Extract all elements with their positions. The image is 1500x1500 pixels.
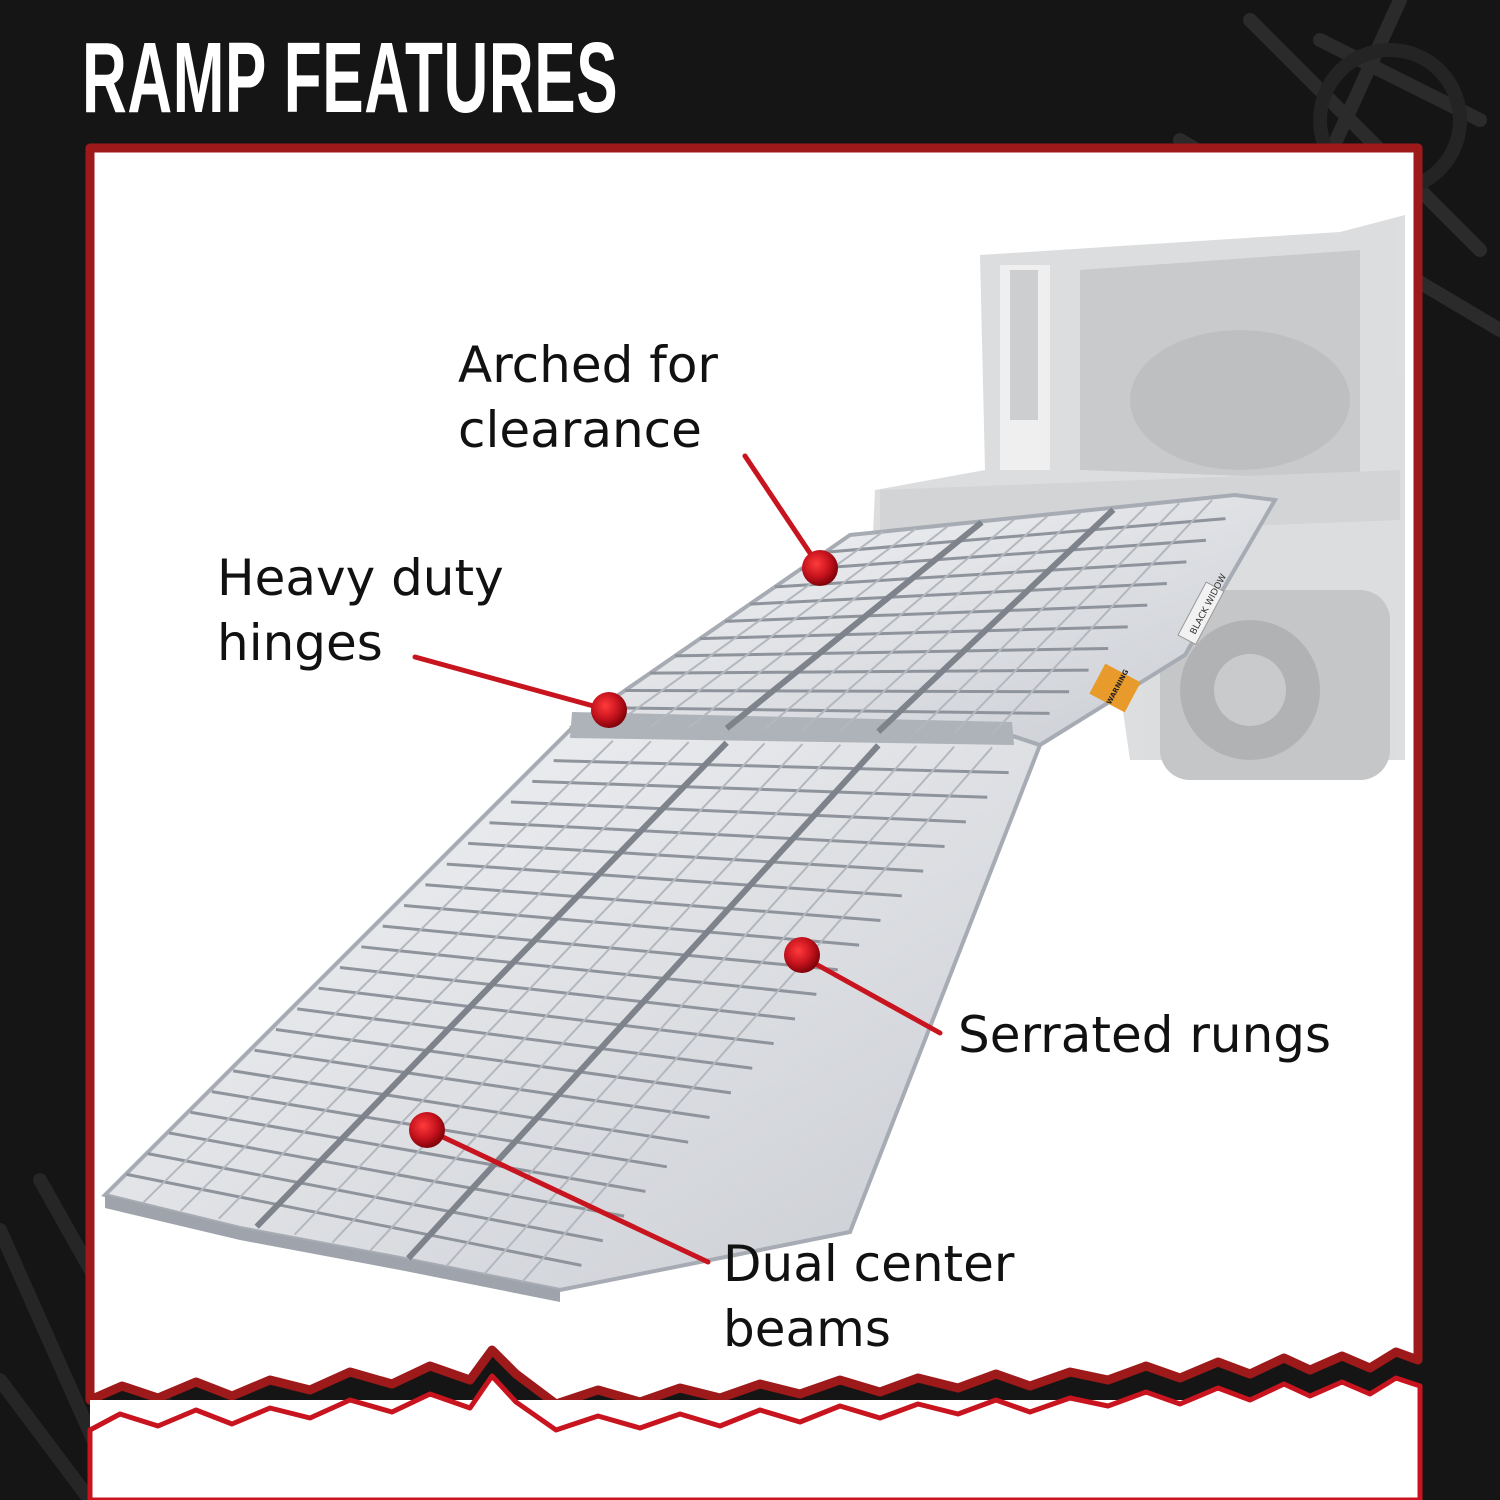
- rail: [763, 518, 1016, 730]
- ramp-front-edge: [105, 1195, 560, 1302]
- rail: [801, 515, 1049, 731]
- rail: [650, 527, 917, 728]
- leader-arched: [742, 453, 823, 571]
- callout-heavy-duty-hinges: Heavy duty hinges: [217, 549, 504, 672]
- torn-edge: [87, 1373, 1423, 1500]
- marker-rungs: [784, 937, 820, 973]
- rail: [953, 502, 1180, 735]
- rail: [331, 743, 804, 1244]
- marker-hinges: [591, 692, 627, 728]
- marker-beams: [409, 1112, 445, 1148]
- rail: [876, 507, 1116, 734]
- rail: [724, 519, 984, 731]
- rail: [254, 740, 729, 1229]
- rail: [521, 746, 993, 1283]
- ramp: BLACK WIDOW WARNING: [101, 492, 1279, 1302]
- warning-sticker: [1089, 663, 1141, 713]
- callout-dual-center-beams: Dual center beams: [723, 1235, 1015, 1358]
- rail: [218, 741, 690, 1220]
- rail: [991, 499, 1213, 735]
- rail: [688, 524, 950, 729]
- rail: [612, 531, 884, 727]
- rail: [293, 742, 766, 1236]
- page-title: RAMP FEATURES: [82, 22, 619, 134]
- callout-markers: [409, 550, 838, 1148]
- rail: [915, 505, 1147, 734]
- brand-sticker: [1177, 581, 1225, 646]
- ramp-rails: [142, 499, 1213, 1283]
- leader-hinges: [412, 654, 611, 713]
- leader-rungs: [802, 955, 943, 1036]
- hinge-bar: [570, 712, 1014, 745]
- callout-arched-for-clearance: Arched for clearance: [458, 336, 718, 459]
- rail: [839, 512, 1082, 732]
- callout-serrated-rungs: Serrated rungs: [958, 1006, 1332, 1064]
- marker-arched: [802, 550, 838, 586]
- rail: [445, 745, 917, 1267]
- leader-beams: [425, 1127, 711, 1265]
- callout-leaders: [412, 453, 943, 1265]
- rail: [180, 740, 652, 1212]
- rail: [406, 743, 881, 1261]
- rail: [142, 739, 614, 1204]
- rail: [483, 746, 955, 1275]
- rail: [369, 743, 842, 1252]
